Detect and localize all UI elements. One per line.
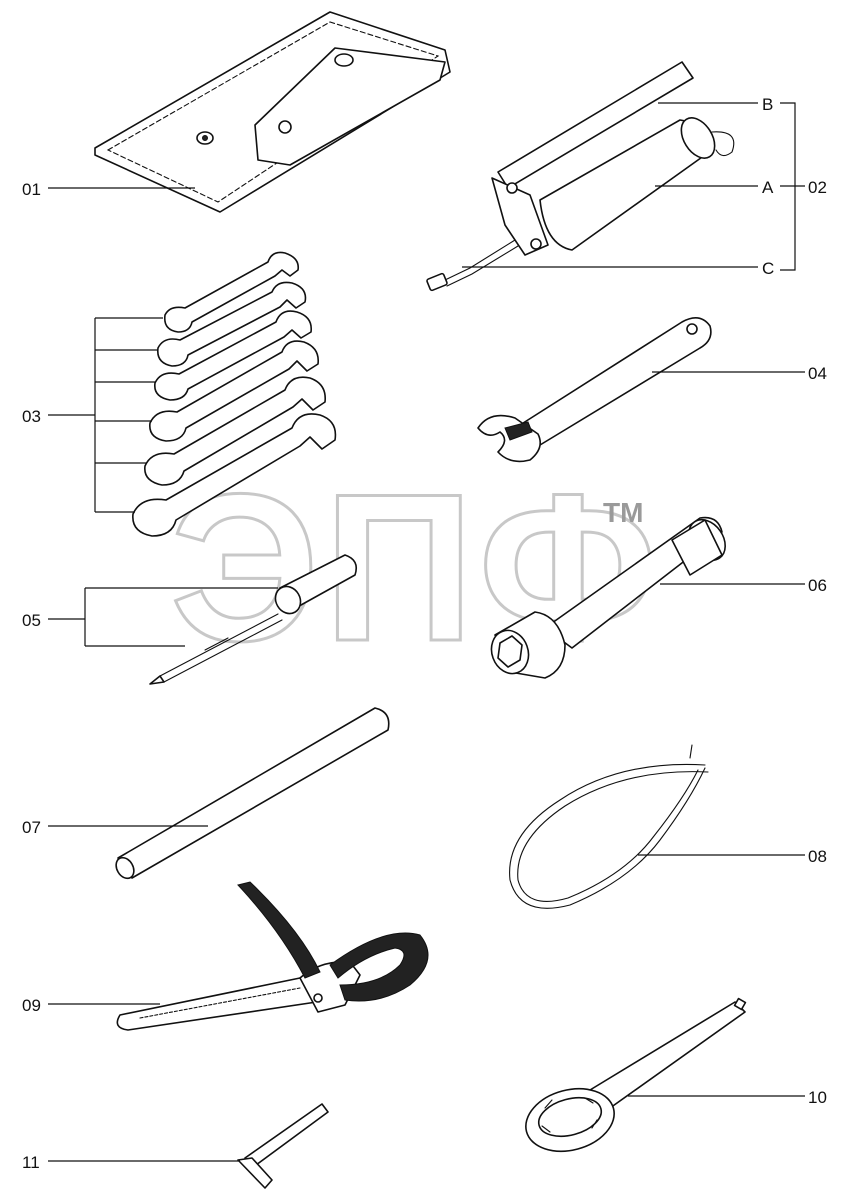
callout-labels: 01 B A 02 C 03 04 05 06 07 08 09 10 11 [22,95,827,1172]
part-09-strap-wrench [116,881,429,1031]
callout-11: 11 [22,1153,40,1172]
callout-05: 05 [22,611,41,630]
callout-02: 02 [808,178,827,197]
watermark-tm: TM [603,497,643,528]
callout-01: 01 [22,180,41,199]
callout-06: 06 [808,576,827,595]
part-04-adjustable-wrench [477,317,712,463]
part-07-rod [115,707,390,880]
part-05-screwdriver [149,554,358,685]
callout-03: 03 [22,407,41,426]
callout-07: 07 [22,818,41,837]
callout-02-b: B [762,95,773,114]
part-08-cable [509,744,709,909]
callout-04: 04 [808,364,827,383]
callout-02-c: C [762,259,774,278]
callout-02-a: A [762,178,774,197]
watermark-logo: ЭПФ [170,450,662,685]
callout-10: 10 [808,1088,827,1107]
callout-08: 08 [808,847,827,866]
part-02-grease-gun [426,61,735,292]
part-11-hex-key [237,1103,329,1189]
part-10-ring-spanner [525,997,747,1153]
part-06-box-spanner [490,516,726,679]
callout-09: 09 [22,996,41,1015]
part-01-tool-bag [94,11,451,213]
leader-lines [48,102,805,1162]
watermark: ЭПФ TM [169,449,662,687]
part-03-wrench-set [132,251,337,537]
